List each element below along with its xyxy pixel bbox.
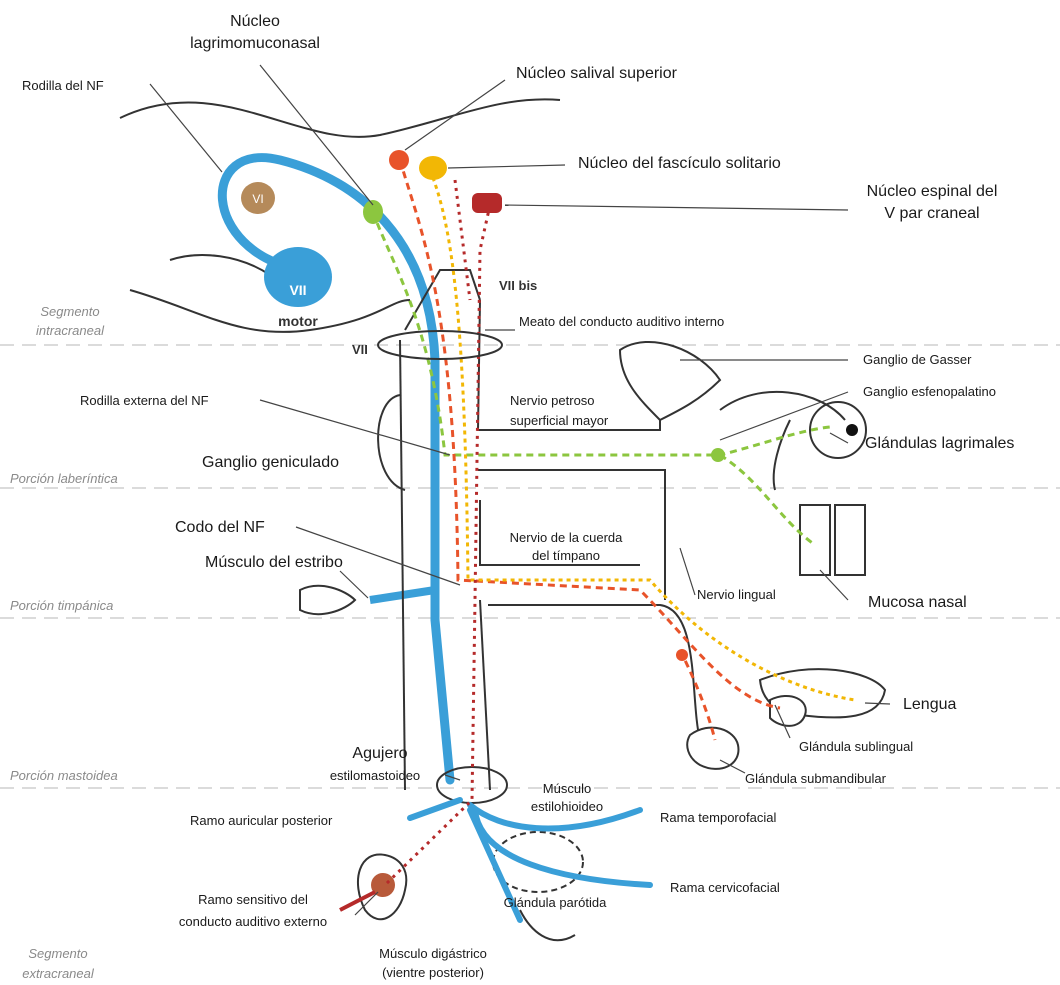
segment-timpanica: Porción timpánica <box>10 598 113 613</box>
label-agujero-1: Agujero <box>352 745 407 762</box>
label-vii-motor-2: motor <box>278 313 318 329</box>
label-meato: Meato del conducto auditivo interno <box>519 314 724 329</box>
label-sublingual: Glándula sublingual <box>799 739 913 754</box>
green-fibers <box>373 212 830 545</box>
fasciculo-nucleus <box>419 156 447 180</box>
label-mucosa: Mucosa nasal <box>868 594 967 611</box>
label-estilohioideo-1: Músculo <box>543 781 591 796</box>
orange-fibers <box>400 160 780 740</box>
label-cervicofacial: Rama cervicofacial <box>670 880 780 895</box>
label-salival: Núcleo salival superior <box>516 65 678 82</box>
sublingual-gland <box>770 696 806 726</box>
label-lengua: Lengua <box>903 696 956 713</box>
label-digastrico-1: Músculo digástrico <box>379 946 487 961</box>
label-geniculado: Ganglio geniculado <box>202 454 339 471</box>
label-lingual: Nervio lingual <box>697 587 776 602</box>
lagrimo-nucleus <box>363 200 383 224</box>
label-gasser: Ganglio de Gasser <box>863 352 972 367</box>
label-parotida: Glándula parótida <box>504 895 607 910</box>
segment-extracraneal-2: extracraneal <box>22 966 95 981</box>
label-nucleo-lagrimo-1: Núcleo <box>230 13 280 30</box>
segment-laberintica: Porción laberíntica <box>10 471 118 486</box>
salival-nucleus <box>389 150 409 170</box>
label-codo: Codo del NF <box>175 519 265 536</box>
label-sensitivo-2: conducto auditivo externo <box>179 914 327 929</box>
lacrimal-dot <box>846 424 858 436</box>
segment-intracraneal-2: intracraneal <box>36 323 105 338</box>
brainstem-outline <box>120 99 560 332</box>
label-temporofacial: Rama temporofacial <box>660 810 776 825</box>
segment-intracraneal-1: Segmento <box>40 304 99 319</box>
geniculate-dot <box>711 448 725 462</box>
label-esfenopalatino: Ganglio esfenopalatino <box>863 384 996 399</box>
label-petroso-2: superficial mayor <box>510 413 609 428</box>
label-vii-motor-1: VII <box>289 282 306 298</box>
label-estilohioideo-2: estilohioideo <box>531 799 603 814</box>
digastric-muscle <box>520 910 575 940</box>
label-espinal-2: V par craneal <box>884 205 979 222</box>
label-lagrimales: Glándulas lagrimales <box>865 435 1014 452</box>
label-petroso-1: Nervio petroso <box>510 393 595 408</box>
label-vii: VII <box>352 342 368 357</box>
label-sensitivo-1: Ramo sensitivo del <box>198 892 308 907</box>
label-agujero-2: estilomastoideo <box>330 768 420 783</box>
label-fasciculo: Núcleo del fascículo solitario <box>578 155 781 172</box>
vii-motor-nucleus <box>264 247 332 307</box>
segment-dividers <box>0 345 1060 788</box>
lingual-dot <box>676 649 688 661</box>
label-rodilla-nf: Rodilla del NF <box>22 78 104 93</box>
label-rodilla-ext: Rodilla externa del NF <box>80 393 209 408</box>
label-espinal-1: Núcleo espinal del <box>867 183 998 200</box>
label-digastrico-2: (vientre posterior) <box>382 965 484 980</box>
label-vii-bis: VII bis <box>499 278 537 293</box>
label-nucleo-lagrimo-2: lagrimomuconasal <box>190 35 320 52</box>
segment-extracraneal-1: Segmento <box>28 946 87 961</box>
label-auricular: Ramo auricular posterior <box>190 813 333 828</box>
gasser-ganglion <box>620 342 720 420</box>
label-vi: VI <box>252 192 263 206</box>
label-submandibular: Glándula submandibular <box>745 771 887 786</box>
label-cuerda-2: del tímpano <box>532 548 600 563</box>
stapes-muscle <box>300 586 355 614</box>
segment-mastoidea: Porción mastoidea <box>10 768 118 783</box>
parotid-gland <box>493 832 583 892</box>
espinal-nucleus <box>472 193 502 213</box>
label-estribo: Músculo del estribo <box>205 554 343 571</box>
label-cuerda-1: Nervio de la cuerda <box>510 530 623 545</box>
